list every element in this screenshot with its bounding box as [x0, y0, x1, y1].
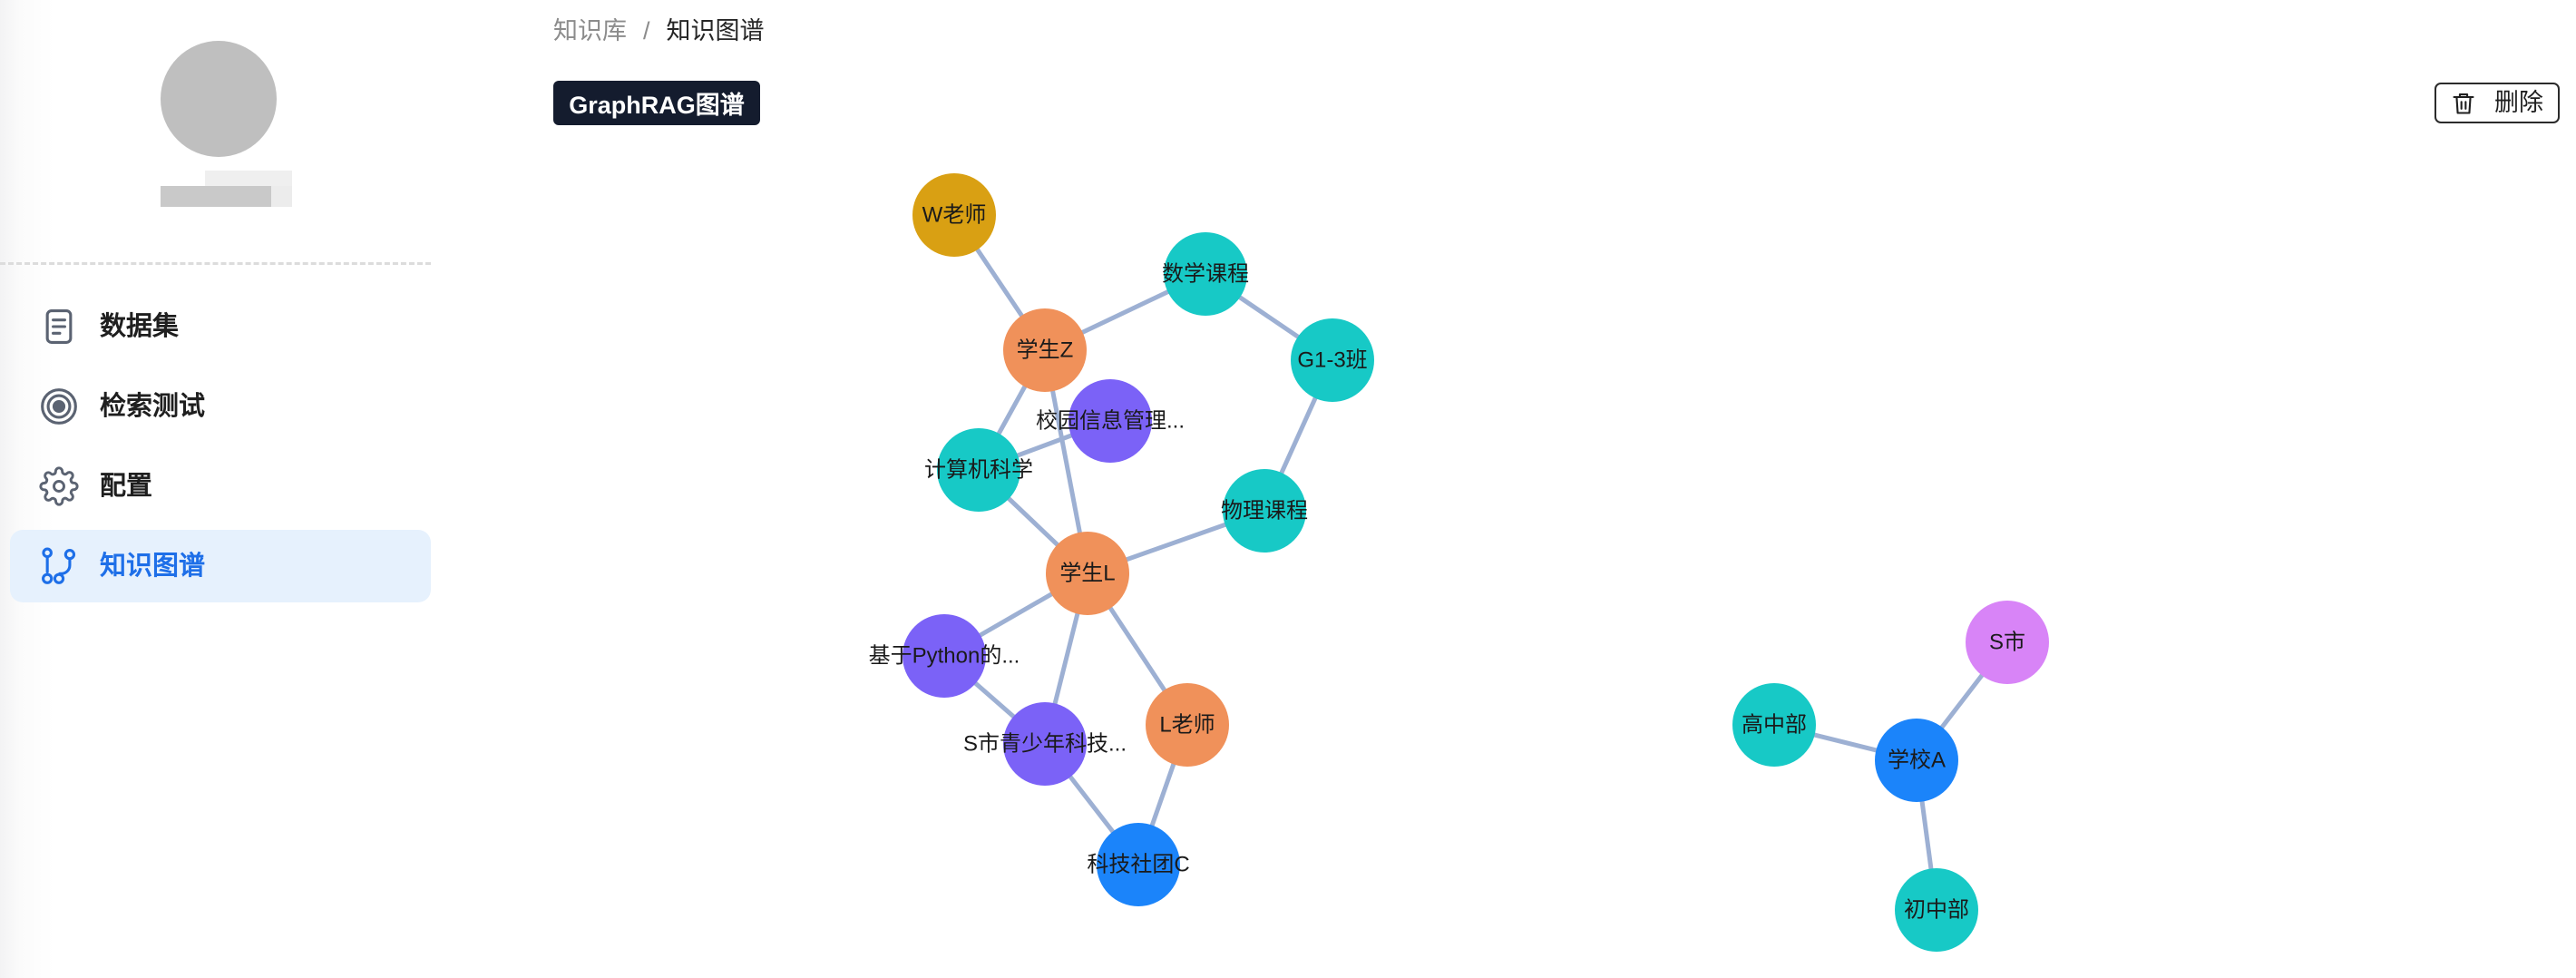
graph-node-label: 科技社团C: [1087, 853, 1189, 877]
graph-node-circle[interactable]: [1146, 683, 1229, 767]
graph-node-circle[interactable]: [1003, 702, 1087, 786]
graph-node[interactable]: 物理课程: [1221, 469, 1308, 553]
graph-type-badge: GraphRAG图谱: [553, 81, 760, 125]
graph-node-label: 初中部: [1904, 898, 1969, 923]
graph-node[interactable]: L老师: [1146, 683, 1229, 767]
sidebar-item-dataset[interactable]: 数据集: [10, 290, 431, 363]
graph-node-label: 基于Python的...: [869, 644, 1020, 669]
trash-icon: [2451, 91, 2476, 116]
sidebar-item-knowledge-graph[interactable]: 知识图谱: [10, 530, 431, 602]
target-icon: [39, 386, 79, 426]
redacted-username: [205, 171, 292, 186]
document-icon: [39, 307, 79, 347]
sidebar-menu: 数据集 检索测试 配置: [10, 290, 431, 610]
redacted-username-bar: [161, 186, 271, 207]
breadcrumb-root-link[interactable]: 知识库: [553, 17, 627, 44]
graph-node[interactable]: S市: [1966, 601, 2049, 684]
graph-node[interactable]: 数学课程: [1162, 232, 1249, 316]
graph-node-label: W老师: [922, 203, 987, 228]
graph-node[interactable]: 高中部: [1732, 683, 1816, 767]
gear-icon: [39, 466, 79, 506]
graph-node-circle[interactable]: [1046, 532, 1129, 615]
delete-button[interactable]: 删除: [2435, 83, 2560, 123]
sidebar-item-label: 配置: [100, 472, 153, 501]
sidebar-item-label: 知识图谱: [100, 552, 206, 581]
sidebar-item-config[interactable]: 配置: [10, 450, 431, 523]
graph-node-label: 学生L: [1059, 562, 1115, 586]
graph-node-circle[interactable]: [1003, 308, 1087, 392]
graph-node-label: S市青少年科技...: [963, 732, 1127, 757]
graph-node[interactable]: G1-3班: [1291, 318, 1374, 402]
graph-node-label: 学校A: [1888, 748, 1946, 773]
breadcrumb: 知识库 / 知识图谱: [553, 15, 765, 47]
graph-node[interactable]: S市青少年科技...: [963, 702, 1127, 786]
graph-node-circle[interactable]: [1732, 683, 1816, 767]
graph-node[interactable]: 计算机科学: [924, 428, 1033, 512]
graph-node-label: 学生Z: [1017, 338, 1074, 363]
sidebar-item-retrieval-test[interactable]: 检索测试: [10, 370, 431, 443]
graph-node-circle[interactable]: [1068, 379, 1152, 463]
graph-node-circle[interactable]: [912, 173, 996, 257]
graph-node[interactable]: 学校A: [1875, 719, 1958, 802]
graph-node-circle[interactable]: [1895, 868, 1978, 952]
graph-node[interactable]: 科技社团C: [1087, 823, 1190, 906]
graph-node-label: 物理课程: [1221, 499, 1308, 523]
breadcrumb-current: 知识图谱: [666, 17, 765, 44]
graph-node-circle[interactable]: [937, 428, 1020, 512]
sidebar-item-label: 数据集: [100, 312, 180, 341]
breadcrumb-separator: /: [643, 17, 650, 44]
graph-node-circle[interactable]: [1291, 318, 1374, 402]
graph-node-label: G1-3班: [1297, 348, 1367, 373]
sidebar-item-label: 检索测试: [100, 392, 206, 421]
avatar[interactable]: [161, 41, 277, 157]
sidebar-divider: [0, 262, 431, 265]
redacted-username-bar-end: [271, 186, 292, 207]
graph-node-circle[interactable]: [1875, 719, 1958, 802]
knowledge-graph-icon: [39, 546, 79, 586]
graph-node-label: L老师: [1159, 713, 1215, 738]
graph-node[interactable]: 基于Python的...: [869, 614, 1020, 698]
graph-node-label: 校园信息管理...: [1036, 409, 1185, 434]
graph-node-circle[interactable]: [1097, 823, 1180, 906]
graph-node[interactable]: W老师: [912, 173, 996, 257]
graph-node-circle[interactable]: [1164, 232, 1247, 316]
graph-node-circle[interactable]: [1223, 469, 1306, 553]
graph-node-label: S市: [1989, 631, 2025, 655]
graph-node[interactable]: 学生L: [1046, 532, 1129, 615]
delete-button-label: 删除: [2494, 89, 2543, 116]
graph-node-circle[interactable]: [1966, 601, 2049, 684]
graph-node-label: 数学课程: [1162, 262, 1249, 287]
graph-node[interactable]: 初中部: [1895, 868, 1978, 952]
graph-node-label: 计算机科学: [924, 458, 1033, 483]
graph-node-label: 高中部: [1742, 713, 1807, 738]
graph-node[interactable]: 校园信息管理...: [1036, 379, 1185, 463]
graph-node-circle[interactable]: [903, 614, 986, 698]
sidebar: 数据集 检索测试 配置: [0, 0, 431, 978]
graph-node[interactable]: 学生Z: [1003, 308, 1087, 392]
